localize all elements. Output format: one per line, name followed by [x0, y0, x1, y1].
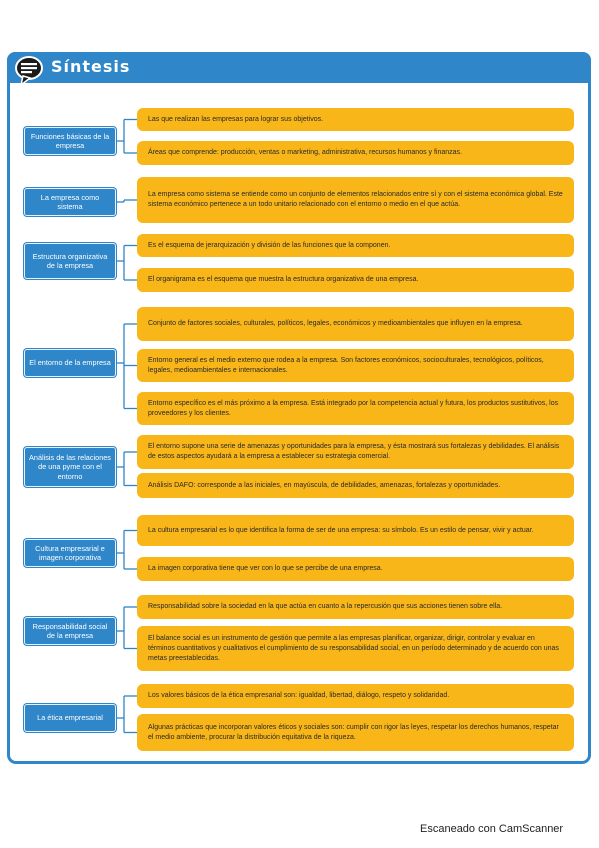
- definition-box: El entorno supone una serie de amenazas …: [137, 435, 574, 469]
- definition-text: El entorno supone una serie de amenazas …: [148, 443, 560, 460]
- definition-text: Entorno específico es el más próximo a l…: [148, 399, 559, 417]
- definition-text: El organigrama es el esquema que muestra…: [148, 276, 419, 283]
- definition-text: Algunas prácticas que incorporan valores…: [148, 723, 559, 741]
- definition-box: Entorno específico es el más próximo a l…: [137, 392, 574, 425]
- definition-box: Entorno general es el medio externo que …: [137, 349, 574, 382]
- scanner-watermark: Escaneado con CamScanner: [420, 823, 564, 835]
- definition-box: Conjunto de factores sociales, culturale…: [137, 307, 574, 341]
- definition-text: Los valores básicos de la ética empresar…: [148, 692, 450, 699]
- definition-box: Las que realizan las empresas para logra…: [137, 108, 574, 131]
- topic-box: La empresa como sistema: [24, 188, 116, 216]
- definition-text: La cultura empresarial es lo que identif…: [148, 526, 534, 534]
- topic-box: La ética empresarial: [24, 704, 116, 732]
- topic-box: Responsabilidad social de la empresa: [24, 617, 116, 645]
- definition-box: El organigrama es el esquema que muestra…: [137, 268, 574, 292]
- definition-box: Análisis DAFO: corresponde a las inicial…: [137, 473, 574, 498]
- definition-text: Es el esquema de jerarquización y divisi…: [148, 241, 391, 249]
- definition-box: La imagen corporativa tiene que ver con …: [137, 557, 574, 581]
- definition-box: La empresa como sistema se entiende como…: [137, 177, 574, 223]
- topic-box: Funciones básicas de la empresa: [24, 127, 116, 155]
- definition-text: Áreas que comprende: producción, ventas …: [148, 149, 462, 156]
- definition-text: La empresa como sistema se entiende como…: [148, 191, 563, 208]
- page-title: Síntesis: [51, 57, 131, 76]
- speech-bubble-icon: [15, 56, 43, 87]
- definition-box: El balance social es un instrumento de g…: [137, 626, 574, 671]
- definition-box: Los valores básicos de la ética empresar…: [137, 684, 574, 708]
- definition-text: Análisis DAFO: corresponde a las inicial…: [148, 481, 501, 489]
- definition-text: La imagen corporativa tiene que ver con …: [148, 565, 383, 572]
- definition-text: Las que realizan las empresas para logra…: [148, 115, 324, 123]
- topic-box: Análisis de las relaciones de una pyme c…: [24, 447, 116, 487]
- definition-box: Es el esquema de jerarquización y divisi…: [137, 234, 574, 257]
- topic-box: Estructura organizativa de la empresa: [24, 243, 116, 279]
- definition-box: Algunas prácticas que incorporan valores…: [137, 714, 574, 751]
- topic-box: Cultura empresarial e imagen corporativa: [24, 539, 116, 567]
- definition-box: La cultura empresarial es lo que identif…: [137, 515, 574, 546]
- definition-text: El balance social es un instrumento de g…: [148, 634, 559, 662]
- topic-box: El entorno de la empresa: [24, 349, 116, 377]
- definition-box: Responsabilidad sobre la sociedad en la …: [137, 595, 574, 619]
- definition-text: Responsabilidad sobre la sociedad en la …: [148, 603, 503, 610]
- definition-box: Áreas que comprende: producción, ventas …: [137, 141, 574, 165]
- definition-text: Entorno general es el medio externo que …: [148, 356, 544, 374]
- header-bar: [7, 52, 591, 83]
- definition-text: Conjunto de factores sociales, culturale…: [148, 320, 523, 327]
